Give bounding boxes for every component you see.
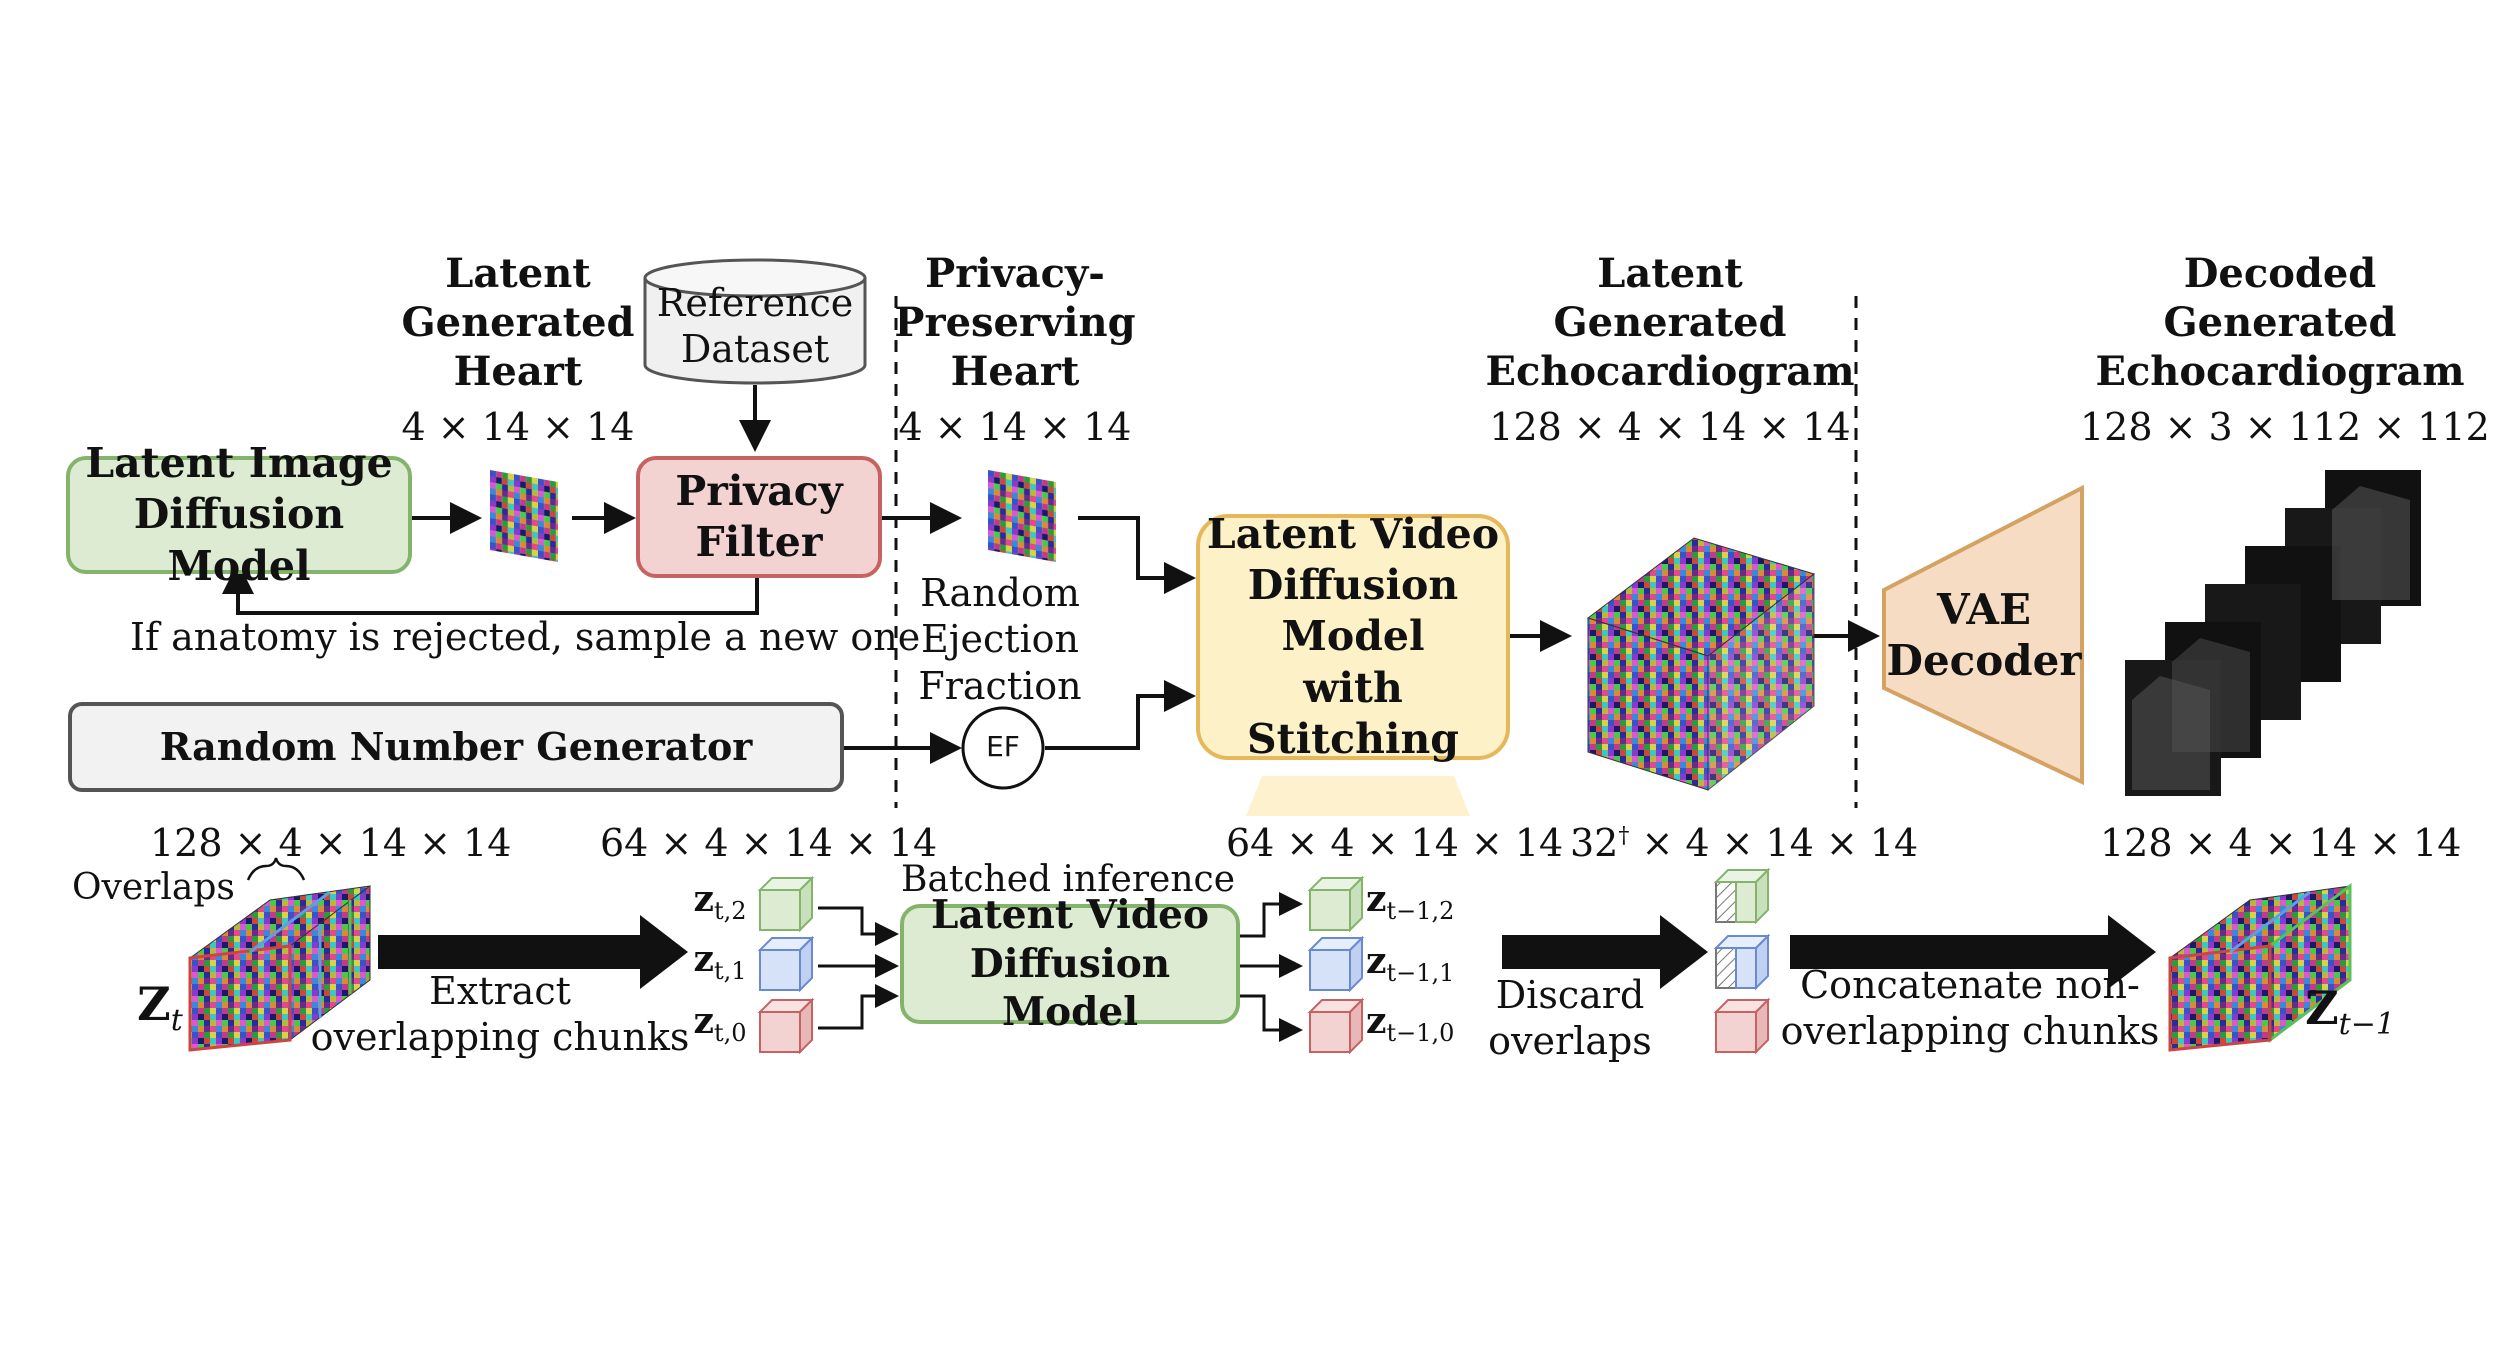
chunk-out-label-1: zt−1,1 (1366, 940, 1455, 988)
chunk-cube-t2 (757, 875, 815, 933)
latent-heart-tile (490, 470, 558, 562)
concat-big-arrow (1790, 915, 2156, 989)
chunk-label-t0: zt,0 (693, 1000, 747, 1048)
decoded-echo-frames (2125, 470, 2421, 796)
zt-label: Zt (137, 977, 183, 1039)
discarded-cube-1 (1713, 933, 1771, 991)
chunk-label-t2: zt,2 (693, 878, 747, 926)
bottom-dim-out: 128 × 4 × 14 × 14 (2100, 821, 2462, 865)
chunk-out-label-0: zt−1,0 (1366, 1000, 1455, 1048)
arrow-ef-to-video-model (1045, 680, 1196, 750)
random-number-generator: Random Number Generator (68, 702, 844, 792)
chunk-cube-t1 (757, 935, 815, 993)
concat-label: Concatenate non-overlapping chunks (1780, 963, 2160, 1054)
overlap-brace (246, 857, 306, 881)
bottom-dim-chunks: 64 × 4 × 14 × 14 (600, 821, 938, 865)
privacy-heart-dim: 4 × 14 × 14 (898, 405, 1132, 449)
latent-heart-dim: 4 × 14 × 14 (401, 405, 635, 449)
zt1-label: Zt−1 (2305, 981, 2395, 1043)
chunk-cube-t1-0 (1307, 997, 1365, 1055)
overlaps-label: Overlaps (72, 867, 235, 908)
chunk-label-t1: zt,1 (693, 938, 747, 986)
bottom-dim-discard: 32† × 4 × 14 × 14 (1570, 821, 1919, 865)
kept-cube-0 (1713, 997, 1771, 1055)
discard-big-arrow (1502, 915, 1708, 989)
reference-dataset-cylinder (643, 258, 867, 385)
arrow-heart-to-video-model (1078, 516, 1196, 594)
privacy-heart-tile (988, 470, 1056, 562)
vae-decoder-shape (1882, 484, 2084, 786)
ef-node-circle (961, 706, 1045, 790)
bottom-dim-chunks-out: 64 × 4 × 14 × 14 (1226, 821, 1564, 865)
decoded-echo-dim: 128 × 3 × 112 × 112 (2080, 405, 2490, 449)
output-latent-cube (2168, 883, 2352, 1052)
ef-node-label: EF (986, 730, 1020, 763)
input-latent-cube (188, 885, 371, 1052)
chunk-out-label-2: zt−1,2 (1366, 878, 1455, 926)
extract-big-arrow (378, 915, 688, 989)
chunk-cube-t1-1 (1307, 935, 1365, 993)
batched-inference-label: Batched inference (900, 859, 1236, 900)
arrow-reject-loop (222, 562, 759, 615)
reject-note: If anatomy is rejected, sample a new one (130, 615, 921, 659)
chunk-cube-t1-2 (1307, 875, 1365, 933)
zoom-cone (1246, 776, 1470, 816)
discarded-cube-2 (1713, 867, 1771, 925)
latent-echo-dim: 128 × 4 × 14 × 14 (1489, 405, 1851, 449)
latent-echo-cuboid (1586, 537, 1816, 792)
chunk-cube-t0 (757, 997, 815, 1055)
bottom-dim-in: 128 × 4 × 14 × 14 (150, 821, 512, 865)
